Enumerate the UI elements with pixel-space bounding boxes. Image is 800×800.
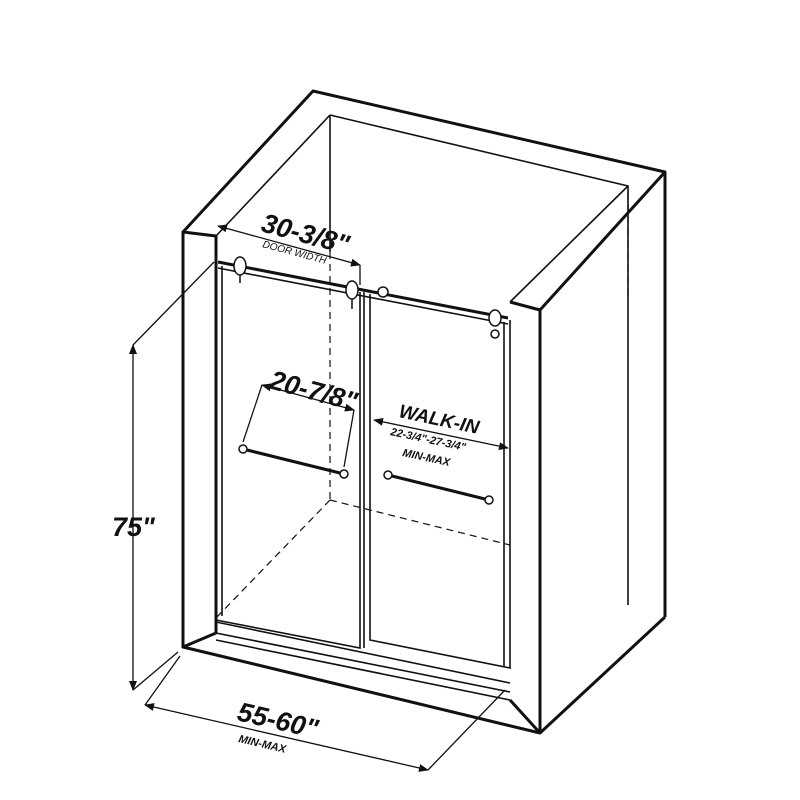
roller-mid-right [377,286,389,298]
back-wall-outer [181,89,667,617]
door-assembly [215,256,511,669]
left-wall-face [181,230,218,649]
dimension-lines [129,224,509,772]
roller-left [233,256,247,283]
alcove-enclosure [181,89,667,735]
right-wall-face [508,300,542,735]
handle-length-value: 20-7/8" [265,365,361,418]
roller-right [488,309,502,339]
floor-base [182,645,541,735]
sliding-glass-panel [369,294,511,669]
fixed-glass-panel [215,262,361,649]
width-dimension-line [144,703,429,772]
towel-bar-handle-left [238,444,349,479]
towel-bar-handle-right [383,470,494,505]
roller-mid-left [345,280,359,309]
walk-in-dimension-line [373,417,509,451]
handle-length-dimension-line [261,383,355,412]
top-track-rail [217,260,509,320]
threshold-front [215,632,511,693]
height-value: 75" [112,512,156,542]
back-wall-inner [329,114,629,605]
walk-in-caption: MIN-MAX [401,447,451,469]
door-width-dimension-line [217,224,361,267]
